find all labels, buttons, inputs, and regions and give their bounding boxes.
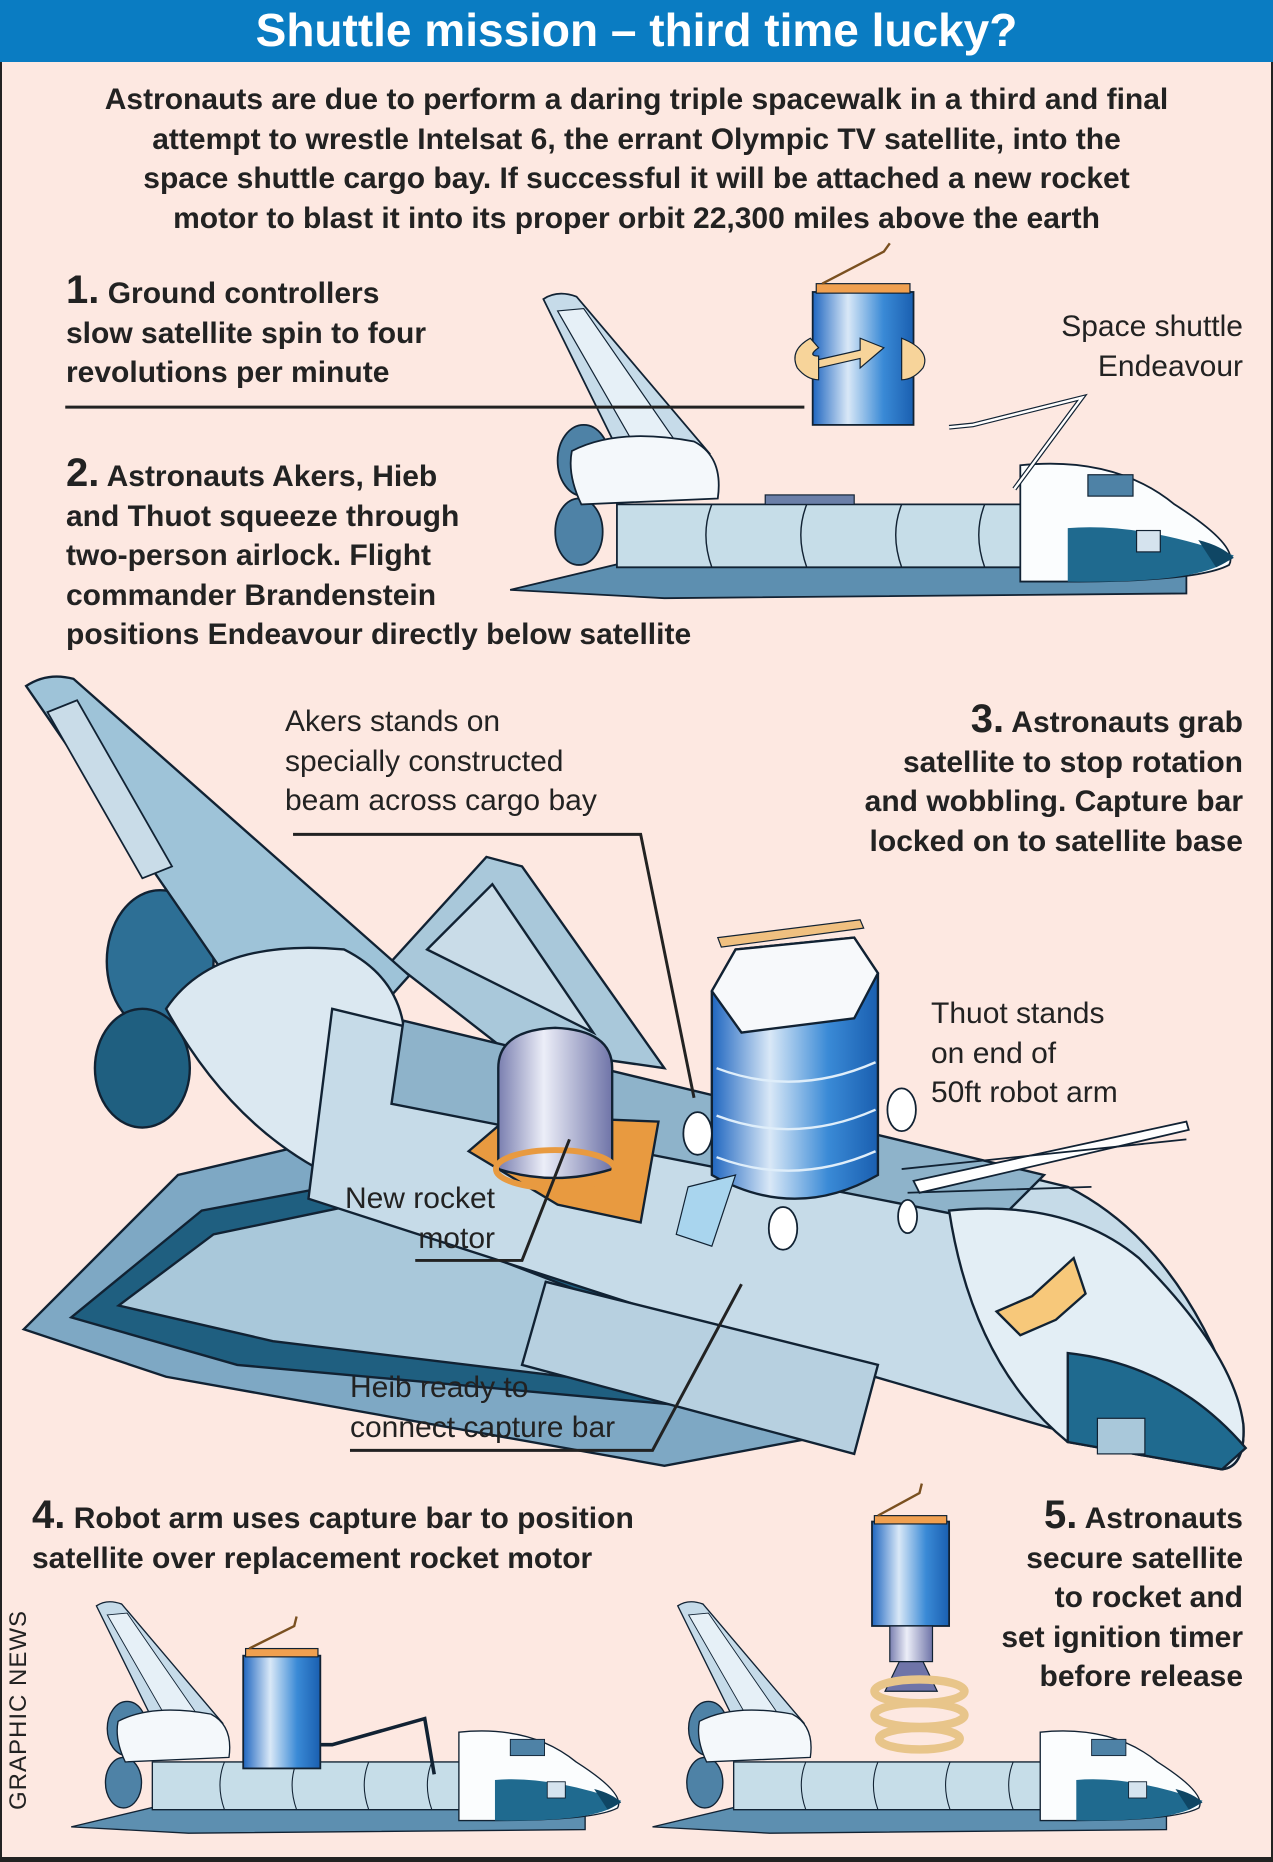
step-line: and wobbling. Capture bar [864,785,1243,818]
label-line: Akers stands on [285,705,501,738]
step-number: 5. [1044,1493,1078,1537]
label-line: beam across cargo bay [285,784,597,817]
shuttle-step4 [70,1601,622,1834]
label-line: on end of [931,1036,1057,1070]
step-5: 5. Astronauts secure satellite to rocket… [1001,1493,1243,1697]
step-3: 3. Astronauts grab satellite to stop rot… [864,697,1243,861]
label-line: 50ft robot arm [931,1076,1118,1109]
step-line: to rocket and [1054,1581,1243,1614]
step-number: 3. [970,697,1005,741]
page-title: Shuttle mission – third time lucky? [0,0,1273,62]
intro-line: Astronauts are due to perform a daring t… [104,83,1169,116]
label-line: Heib ready to [350,1371,529,1404]
label-line: motor [418,1221,495,1255]
shuttle-step1 [509,242,1235,600]
step-number: 4. [32,1493,66,1537]
step-line: two-person airlock. Flight [66,539,432,572]
rotation-arrow-icon [794,337,820,381]
intro-line: attempt to wrestle Intelsat 6, the erran… [152,122,1121,156]
intro-line: space shuttle cargo bay. If successful i… [143,162,1130,195]
leader-lines [293,832,743,1452]
label-akers: Akers stands on specially constructed be… [285,702,597,821]
step-line: locked on to satellite base [869,824,1243,858]
step-line: Astronauts [1084,1502,1243,1535]
label-thuot: Thuot stands on end of 50ft robot arm [931,994,1118,1113]
step-line: commander Brandenstein [66,578,437,612]
step-line: satellite over replacement rocket motor [32,1541,593,1575]
step-number: 1. [66,268,100,312]
label-heib: Heib ready to connect capture bar [350,1368,615,1447]
step-line: Robot arm uses capture bar to position [73,1502,634,1535]
step-number: 2. [66,451,100,495]
step-line: positions Endeavour directly below satel… [66,618,692,651]
shuttle-main [21,675,1248,1471]
step-line: and Thuot squeeze through [66,499,460,533]
intro-text: Astronauts are due to perform a daring t… [0,80,1273,238]
intro-line: motor to blast it into its proper orbit … [173,201,1100,235]
label-rocket-motor: New rocket motor [345,1179,495,1258]
step-line: set ignition timer [1001,1620,1243,1654]
label-line: New rocket [344,1182,495,1215]
credit-text: GRAPHIC NEWS [5,1609,32,1810]
label-line: specially constructed [285,744,564,778]
step-line: before release [1039,1660,1243,1693]
step-line: Astronauts Akers, Hieb [106,460,438,493]
label-line: connect capture bar [350,1410,616,1444]
step-1: 1. Ground controllers slow satellite spi… [66,268,427,393]
label-line: Space shuttle [1061,310,1243,343]
spiral-icon [870,1675,969,1754]
step-4: 4. Robot arm uses capture bar to positio… [32,1493,634,1578]
step-line: secure satellite [1026,1541,1243,1575]
label-line: Endeavour [1097,349,1243,383]
step-line: slow satellite spin to four [66,316,427,350]
step-line: revolutions per minute [66,356,390,389]
step-line: satellite to stop rotation [902,745,1243,779]
label-line: Thuot stands [931,997,1105,1030]
step-line: Astronauts grab [1011,706,1243,739]
shuttle-step5 [651,1483,1204,1834]
step-line: Ground controllers [107,277,380,310]
label-space-shuttle: Space shuttle Endeavour [1061,307,1243,386]
step-2: 2. Astronauts Akers, Hieb and Thuot sque… [66,451,692,655]
